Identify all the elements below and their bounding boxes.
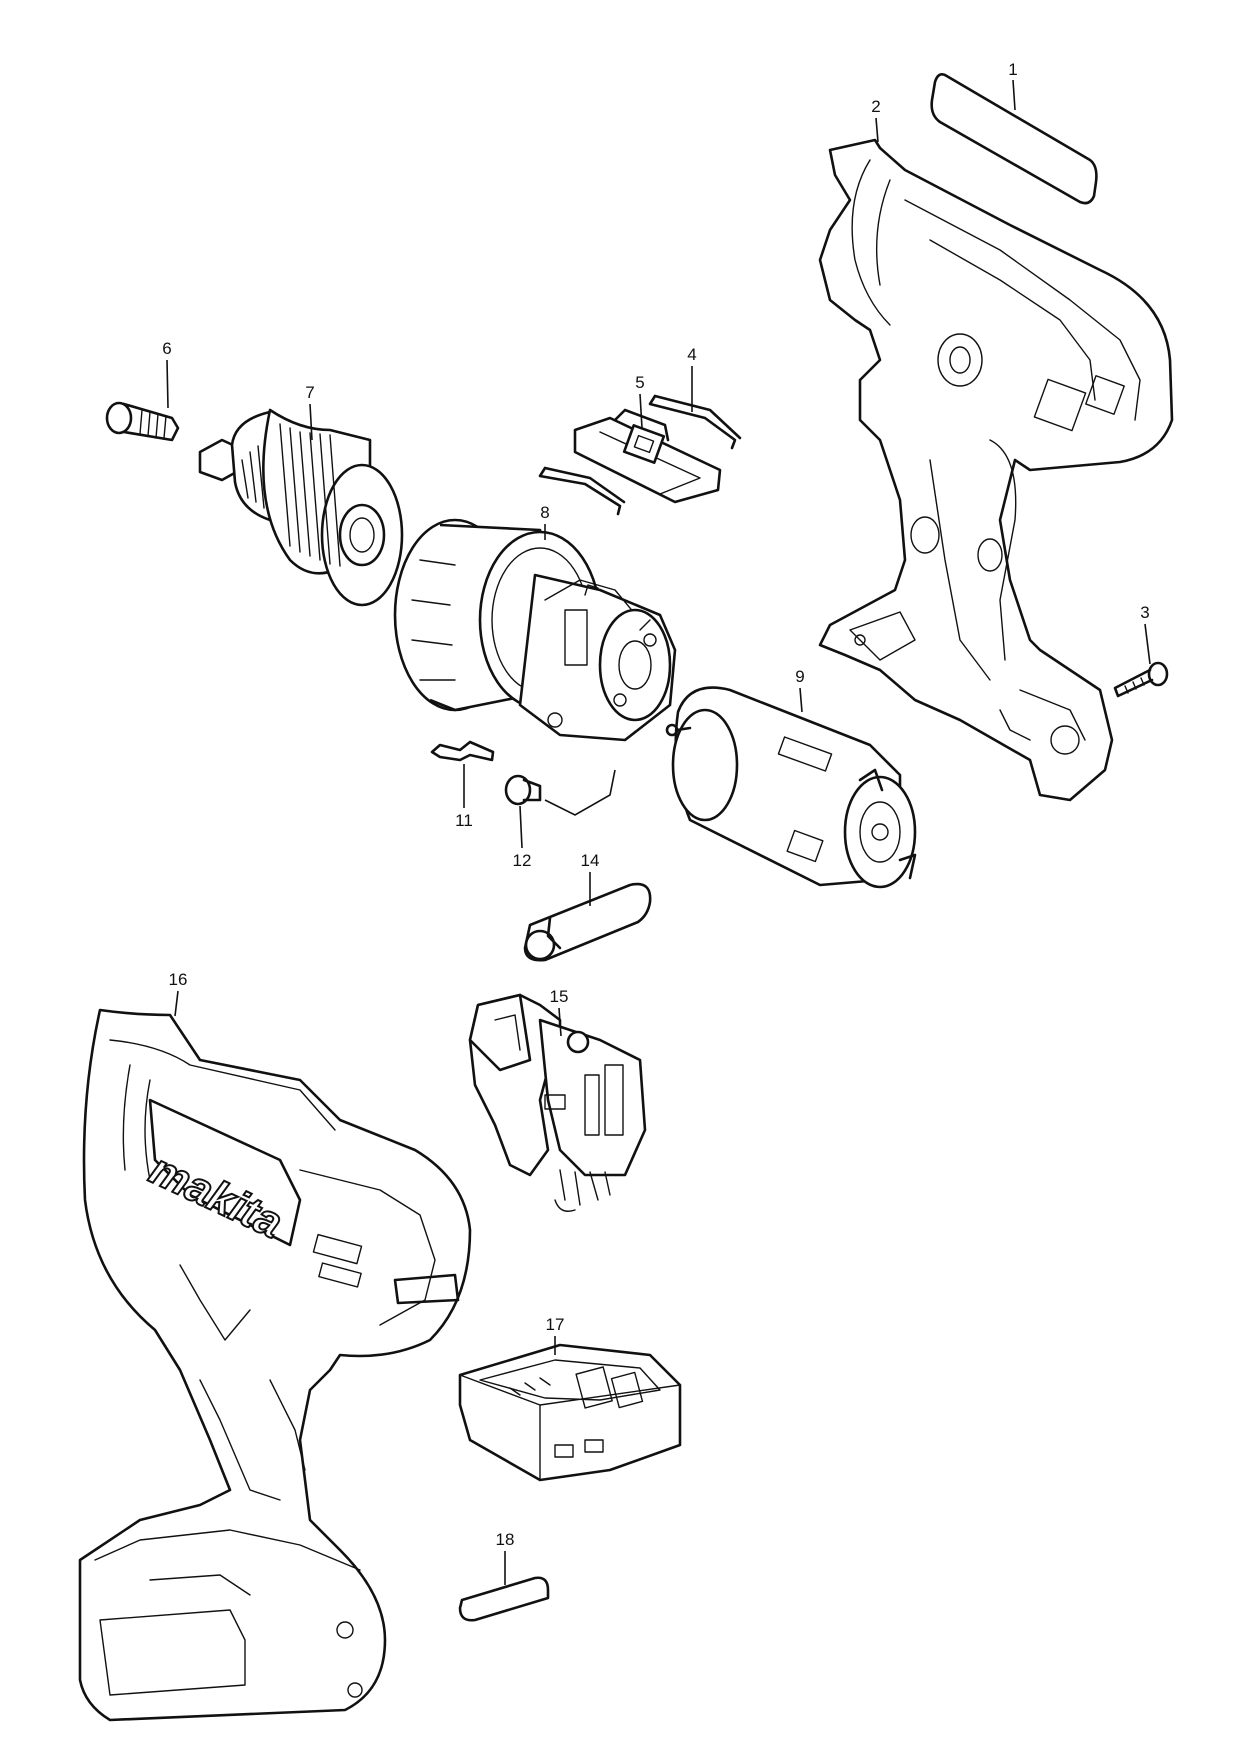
part-3-tapping-screw-icon — [1113, 661, 1169, 698]
part-18-label-sticker-icon — [458, 1576, 550, 1622]
svg-text:4: 4 — [687, 345, 696, 364]
svg-text:16: 16 — [169, 970, 188, 989]
svg-text:11: 11 — [455, 811, 473, 830]
callout-16: 16 — [169, 970, 188, 1017]
part-12-screw-icon — [504, 769, 616, 816]
part-2-housing-icon — [818, 138, 1174, 802]
callout-4: 4 — [687, 345, 697, 412]
part-9-dc-motor-icon — [665, 686, 917, 889]
svg-text:5: 5 — [635, 373, 644, 392]
callout-8: 8 — [540, 503, 550, 540]
svg-text:15: 15 — [550, 987, 569, 1006]
svg-text:14: 14 — [581, 851, 600, 870]
svg-text:12: 12 — [513, 851, 532, 870]
callout-5: 5 — [635, 373, 645, 429]
callout-3: 3 — [1140, 603, 1151, 665]
svg-text:2: 2 — [871, 97, 880, 116]
callout-18: 18 — [496, 1530, 515, 1585]
callout-2: 2 — [871, 97, 881, 143]
part-5-shift-knob-icon — [573, 408, 722, 504]
part-11-spring-icon — [430, 740, 495, 762]
part-4-spring-icon — [538, 394, 742, 516]
part-6-screw-icon — [105, 401, 180, 442]
callout-12: 12 — [513, 805, 532, 870]
part-15-switch-icon — [468, 993, 647, 1212]
svg-text:8: 8 — [540, 503, 549, 522]
part-17-terminal-icon — [458, 1343, 682, 1482]
part-8-gear-assembly-icon — [393, 518, 677, 742]
callout-7: 7 — [305, 383, 315, 441]
svg-text:7: 7 — [305, 383, 314, 402]
callout-11: 11 — [455, 764, 473, 830]
callout-14: 14 — [581, 851, 600, 906]
part-16-housing-icon: makita — [78, 1008, 472, 1722]
svg-text:9: 9 — [795, 667, 804, 686]
svg-text:3: 3 — [1140, 603, 1149, 622]
svg-text:18: 18 — [496, 1530, 515, 1549]
svg-text:17: 17 — [546, 1315, 565, 1334]
callout-1: 1 — [1008, 60, 1018, 111]
callout-6: 6 — [162, 339, 172, 409]
part-1-label-plate-icon — [930, 73, 1098, 205]
callout-9: 9 — [795, 667, 805, 713]
part-14-lever-icon — [523, 882, 652, 962]
svg-text:6: 6 — [162, 339, 171, 358]
callout-17: 17 — [546, 1315, 565, 1355]
part-7-keyless-chuck-icon — [198, 408, 404, 607]
callout-15: 15 — [550, 987, 569, 1037]
svg-text:1: 1 — [1008, 60, 1017, 79]
